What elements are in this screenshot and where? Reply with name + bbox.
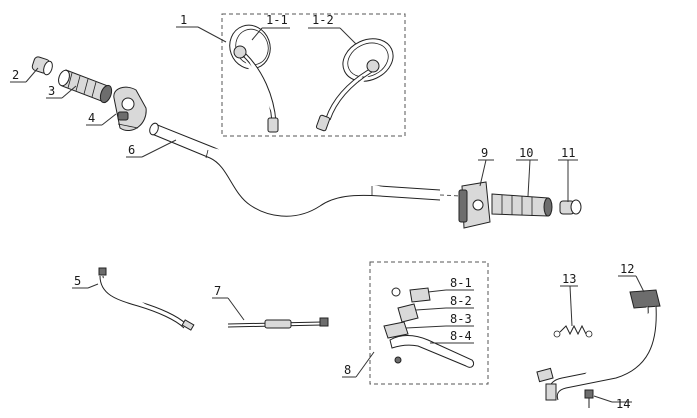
label-1-1: 1-1 xyxy=(266,13,288,27)
mirror-left xyxy=(229,24,279,133)
label-5: 5 xyxy=(74,274,81,288)
return-spring xyxy=(553,324,593,338)
label-8-3: 8-3 xyxy=(450,312,472,326)
left-switch-housing xyxy=(113,86,147,131)
label-1-2: 1-2 xyxy=(312,13,334,27)
throttle-housing xyxy=(458,181,491,229)
label-8: 8 xyxy=(344,363,351,377)
label-8-2: 8-2 xyxy=(450,294,472,308)
label-9: 9 xyxy=(481,146,488,160)
label-3: 3 xyxy=(48,84,55,98)
label-8-1: 8-1 xyxy=(450,276,472,290)
mirror-right xyxy=(315,38,394,132)
label-8-4: 8-4 xyxy=(450,329,472,343)
label-2: 2 xyxy=(12,68,19,82)
right-bar-end xyxy=(559,199,582,215)
brake-lever-group-box xyxy=(369,261,489,385)
label-4: 4 xyxy=(88,111,95,125)
leader-lines xyxy=(10,26,645,403)
callout-labels: 1 1-1 1-2 2 3 4 5 6 7 8 8-1 8-2 8-3 8-4 … xyxy=(12,13,634,411)
brake-pedal xyxy=(536,289,661,401)
label-11: 11 xyxy=(561,146,575,160)
bar-end-weight xyxy=(31,56,53,76)
handlebar xyxy=(149,122,463,217)
label-14: 14 xyxy=(616,397,630,411)
pedal-bolt xyxy=(584,389,594,408)
label-6: 6 xyxy=(128,143,135,157)
left-grip xyxy=(58,69,113,104)
label-1: 1 xyxy=(180,13,187,27)
label-12: 12 xyxy=(620,262,634,276)
mirror-group-box xyxy=(221,13,406,137)
brake-lever-parts xyxy=(383,287,475,368)
clutch-cable xyxy=(98,267,195,331)
throttle-grip xyxy=(491,193,553,217)
label-7: 7 xyxy=(214,284,221,298)
label-10: 10 xyxy=(519,146,533,160)
label-13: 13 xyxy=(562,272,576,286)
throttle-cable xyxy=(227,317,329,329)
